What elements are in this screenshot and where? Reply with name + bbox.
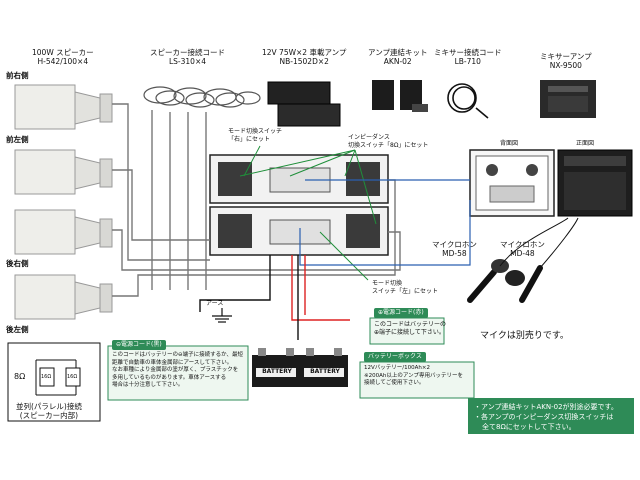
- battery2-label: BATTERY: [310, 368, 340, 375]
- legend-sub-text: (スピーカー内部): [19, 411, 79, 420]
- speaker-title: 100W スピーカー: [32, 48, 94, 57]
- control-wires: [299, 179, 471, 266]
- mixcord-title: ミキサー接続コード: [434, 48, 502, 57]
- akn-02-kit: [372, 80, 428, 112]
- speaker-front-right: [14, 84, 113, 130]
- side-front-left: 前左側: [6, 135, 29, 144]
- legend-caption-text: 並列(パラレル)接続: [16, 402, 82, 411]
- legend-caption: 並列(パラレル)接続 (スピーカー内部): [16, 402, 82, 420]
- mixer-front-view: [557, 149, 633, 217]
- speaker-model: H-542/100×4: [37, 57, 89, 66]
- mic1-model: MD-58: [442, 249, 467, 258]
- battery-box-title: バッテリーボックス: [364, 352, 426, 362]
- lb-710-cord: [447, 83, 489, 119]
- legend-ohm: 8Ω: [14, 372, 26, 381]
- cord-model: LS-310×4: [168, 57, 207, 66]
- requirement-box: [468, 398, 634, 434]
- battery-box-body: 12Vバッテリー/100Ah×2 ※200Ah以上のアンプ専用バッテリーを 接続…: [364, 365, 463, 386]
- earth-label: アース: [206, 300, 224, 307]
- mixer-amp: [540, 80, 596, 118]
- mixcord-model: LB-710: [454, 57, 481, 66]
- mixer-model: NX-9500: [549, 61, 582, 70]
- pos-cord-title: ⊕電源コード(赤): [374, 308, 428, 318]
- pos-cord-body: このコードはバッテリーの ⊕端子に接続して下さい。: [374, 321, 447, 336]
- front-view-label: 正面図: [576, 140, 595, 147]
- neg-cord-panel: [107, 345, 249, 401]
- battery-note-panel: [359, 361, 475, 399]
- batteries: [252, 348, 348, 387]
- impedance-callout: インピーダンス 切換スイッチ「8Ω」にセット: [348, 134, 429, 149]
- requirement-text: ・アンプ連結キットAKN-02が別途必要です。 ・各アンプのインピーダンス切換ス…: [474, 402, 618, 432]
- pos-cord-panel: [369, 317, 445, 345]
- back-view-label: 背面図: [500, 140, 519, 147]
- side-rear-left: 後左側: [6, 325, 29, 334]
- mic2-title: マイクロホン: [500, 240, 545, 249]
- amp-stack: [209, 154, 389, 256]
- neg-cord-title: ⊖電源コード(黒): [112, 340, 166, 350]
- requirement-line-3: 全て8Ωにセットして下さい。: [482, 423, 576, 431]
- requirement-line-2: ・各アンプのインピーダンス切換スイッチは: [474, 413, 614, 421]
- mixer-title: ミキサーアンプ: [540, 52, 592, 61]
- speaker-rear-left: [14, 274, 113, 320]
- kit-label: アンプ連結キット AKN-02: [368, 48, 427, 66]
- speaker-front-left: [14, 149, 113, 195]
- power-wires: [199, 255, 350, 340]
- mic1-label: マイクロホン MD-58: [432, 240, 477, 258]
- mixcord-label: ミキサー接続コード LB-710: [434, 48, 502, 66]
- mode-right-callout: モード切換スイッチ 「右」にセット: [228, 128, 283, 143]
- mixer-label: ミキサーアンプ NX-9500: [540, 52, 592, 70]
- legend-schematic: [7, 342, 101, 422]
- speaker-label: 100W スピーカー H-542/100×4: [32, 48, 94, 66]
- kit-model: AKN-02: [383, 57, 412, 66]
- amp-label: 12V 75W×2 車載アンプ NB-1502D×2: [262, 48, 346, 66]
- side-rear-right: 後右側: [6, 259, 29, 268]
- mode-left-callout: モード切換 スイッチ「左」にセット: [372, 280, 439, 295]
- cord-label: スピーカー接続コード LS-310×4: [150, 48, 225, 66]
- microphones: [467, 217, 579, 303]
- battery1-label: BATTERY: [262, 368, 292, 375]
- amp-model: NB-1502D×2: [279, 57, 329, 66]
- speaker-rear-right: [14, 209, 113, 255]
- mic-note: マイクは別売りです。: [480, 331, 569, 341]
- earth-symbol: [212, 308, 232, 323]
- amp-units-top: [267, 81, 341, 127]
- neg-cord-body: このコードはバッテリーの⊖端子に接続するか、最短 距離で自動車の車体金属部にアー…: [112, 352, 244, 388]
- kit-title: アンプ連結キット: [368, 48, 428, 57]
- amp-title: 12V 75W×2 車載アンプ: [262, 48, 347, 57]
- side-front-right: 前右側: [6, 71, 29, 80]
- legend-coil-2: 16Ω: [67, 374, 78, 380]
- cord-title: スピーカー接続コード: [150, 48, 225, 57]
- mic2-label: マイクロホン MD-48: [500, 240, 545, 258]
- callout-lines: [239, 145, 377, 281]
- speaker-cord-coils: [143, 86, 261, 108]
- requirement-line-1: ・アンプ連結キットAKN-02が別途必要です。: [474, 403, 618, 411]
- mic1-title: マイクロホン: [432, 240, 477, 249]
- mic2-model: MD-48: [510, 249, 535, 258]
- legend-coil-1: 16Ω: [41, 374, 52, 380]
- mixer-back-view: [469, 149, 555, 217]
